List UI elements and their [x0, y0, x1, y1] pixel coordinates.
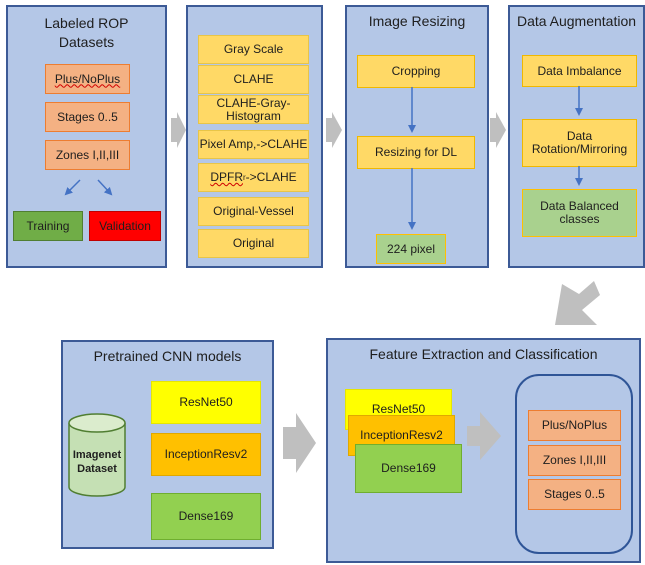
zones-label: Zones I,II,III: [45, 140, 130, 170]
dense169-model: Dense169: [151, 493, 261, 540]
data-imbalance-step: Data Imbalance: [522, 55, 637, 87]
cropping-step: Cropping: [357, 55, 475, 88]
clahe-gray-line2: Histogram: [226, 108, 281, 123]
block-arrow-4: [283, 413, 316, 473]
original-item: Original: [198, 229, 309, 258]
panel-title: Data Augmentation: [516, 13, 637, 29]
pixel-size-step: 224 pixel: [376, 234, 446, 264]
cylinder-shape: [68, 413, 126, 497]
output-group: [515, 374, 633, 554]
block-arrow-3: [490, 112, 506, 148]
plus-noplus-text: Plus/NoPlus: [54, 71, 121, 86]
database-label-line2: Dataset: [77, 463, 117, 475]
inceptionresv2-model: InceptionResv2: [151, 433, 261, 476]
clahe-item: CLAHE: [198, 65, 309, 94]
block-arrow-down: [555, 281, 600, 325]
pixel-amp-item: Pixel Amp,->CLAHE: [198, 130, 309, 159]
gray-scale-item: Gray Scale: [198, 35, 309, 64]
clahe-gray-histogram-item: CLAHE-Gray- Histogram: [198, 95, 309, 124]
resnet50-model: ResNet50: [151, 381, 261, 424]
panel-title: Feature Extraction and Classification: [369, 346, 598, 362]
feature-extraction-panel: Feature Extraction and Classification Re…: [326, 338, 641, 563]
panel-title: Pretrained CNN models: [93, 348, 242, 364]
dense169-feature: Dense169: [355, 444, 462, 493]
panel-title: Image Resizing: [368, 13, 466, 29]
zones-output: Zones I,II,III: [528, 445, 621, 476]
image-resizing-panel: Image Resizing Cropping Resizing for DL …: [345, 5, 489, 268]
preprocessing-panel: Gray Scale CLAHE CLAHE-Gray- Histogram P…: [186, 5, 323, 268]
pretrained-cnn-panel: Pretrained CNN models Imagenet Dataset R…: [61, 340, 274, 549]
block-arrow-5: [467, 412, 501, 460]
labeled-rop-datasets-panel: Labeled ROP Datasets Plus/NoPlus Stages …: [6, 5, 167, 268]
balanced-line2: classes: [559, 212, 600, 226]
stages-label: Stages 0..5: [45, 102, 130, 132]
database-icon: Imagenet Dataset: [67, 413, 127, 497]
block-arrow-2: [326, 112, 342, 148]
validation-label: Validation: [89, 211, 161, 241]
original-vessel-item: Original-Vessel: [198, 197, 309, 226]
plus-noplus-output: Plus/NoPlus: [528, 410, 621, 441]
clahe-gray-line1: CLAHE-Gray-: [216, 95, 291, 110]
connector-to-validation: [97, 179, 113, 196]
connector-to-training: [64, 179, 81, 196]
dpfr-subscript: r: [242, 173, 246, 182]
dpfr-text: DPFR: [210, 170, 243, 184]
stages-output: Stages 0..5: [528, 479, 621, 510]
rotation-line1: Data: [566, 129, 593, 143]
balanced-classes-step: Data Balanced classes: [522, 189, 637, 237]
panel-title-line1: Labeled ROP: [44, 15, 129, 31]
panel-title-line2: Datasets: [58, 34, 115, 50]
balanced-line1: Data Balanced: [540, 199, 619, 213]
rotation-line2: Rotation/Mirroring: [531, 142, 628, 156]
resizing-for-dl-step: Resizing for DL: [357, 136, 475, 169]
data-augmentation-panel: Data Augmentation Data Imbalance Data Ro…: [508, 5, 645, 268]
dpfr-suffix: ->CLAHE: [245, 170, 297, 184]
database-label-line1: Imagenet: [72, 449, 122, 461]
rotation-mirroring-step: Data Rotation/Mirroring: [522, 119, 637, 167]
block-arrow-1: [171, 112, 186, 148]
plus-noplus-label: Plus/NoPlus: [45, 64, 130, 94]
training-label: Training: [13, 211, 83, 241]
